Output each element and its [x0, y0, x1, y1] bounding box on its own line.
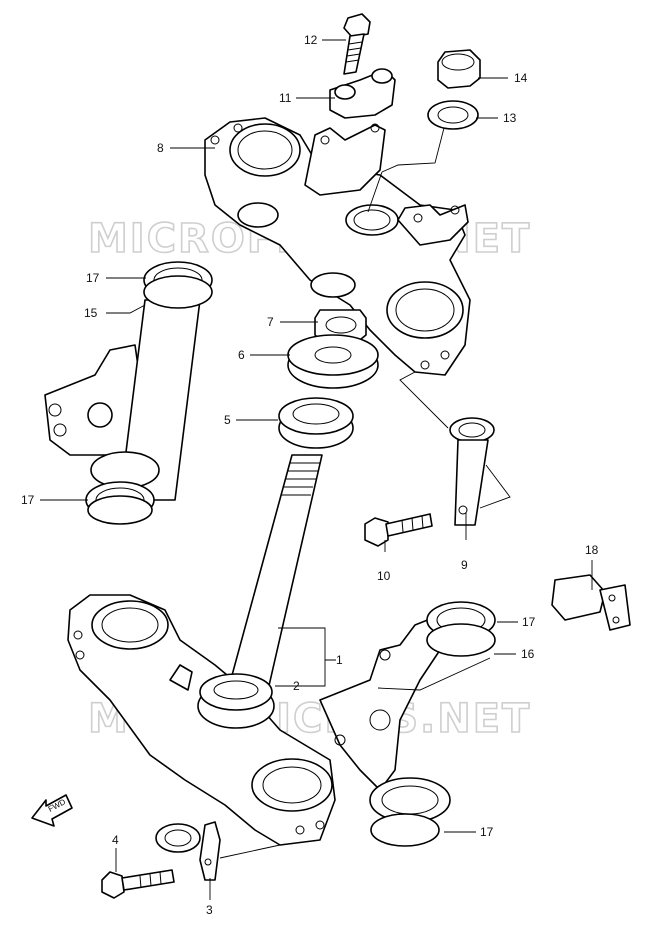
fwd-arrow: FWD: [31, 794, 73, 827]
callout-7: 7: [267, 315, 274, 329]
callout-6: 6: [238, 348, 245, 362]
callout-17-left-bottom: 17: [21, 493, 35, 507]
callouts: 1 2 3 4 5 6 7 8 9 10 11 12 13 14 15 16 1…: [21, 33, 599, 917]
callout-12: 12: [304, 33, 318, 47]
callout-11: 11: [279, 91, 292, 105]
callout-10: 10: [377, 569, 391, 583]
callout-13: 13: [503, 111, 517, 125]
callout-18: 18: [585, 543, 599, 557]
cap: [437, 49, 481, 89]
callout-16: 16: [521, 647, 535, 661]
callout-15: 15: [84, 306, 98, 320]
callout-8: 8: [157, 141, 164, 155]
handlebar-clamp: [329, 68, 396, 119]
bearing-5: [278, 397, 354, 449]
left-fork-clamp: [44, 261, 213, 525]
clamp-bolt: [343, 13, 371, 75]
washer-6: [287, 334, 379, 389]
callout-17-right-top: 17: [522, 615, 536, 629]
fork-boot-holder: [449, 417, 495, 526]
callout-4: 4: [112, 833, 119, 847]
lower-bracket: [67, 594, 336, 846]
callout-9: 9: [461, 558, 468, 572]
callout-2: 2: [293, 679, 300, 693]
callout-3: 3: [206, 903, 213, 917]
lower-clamp: [155, 821, 221, 881]
holder-bolt: [364, 513, 433, 547]
callout-17-right-bottom: 17: [480, 825, 494, 839]
washer-13: [427, 100, 479, 130]
leader-lines: [40, 39, 593, 900]
upper-bracket: [204, 117, 471, 376]
callout-5: 5: [224, 413, 231, 427]
right-fork-clamp: [319, 601, 496, 847]
lower-bolt: [101, 869, 175, 899]
callout-1: 1: [336, 653, 343, 667]
steering-stem: [227, 454, 323, 691]
callout-17-left-top: 17: [86, 271, 100, 285]
callout-14: 14: [514, 71, 528, 85]
switch: [551, 574, 631, 631]
